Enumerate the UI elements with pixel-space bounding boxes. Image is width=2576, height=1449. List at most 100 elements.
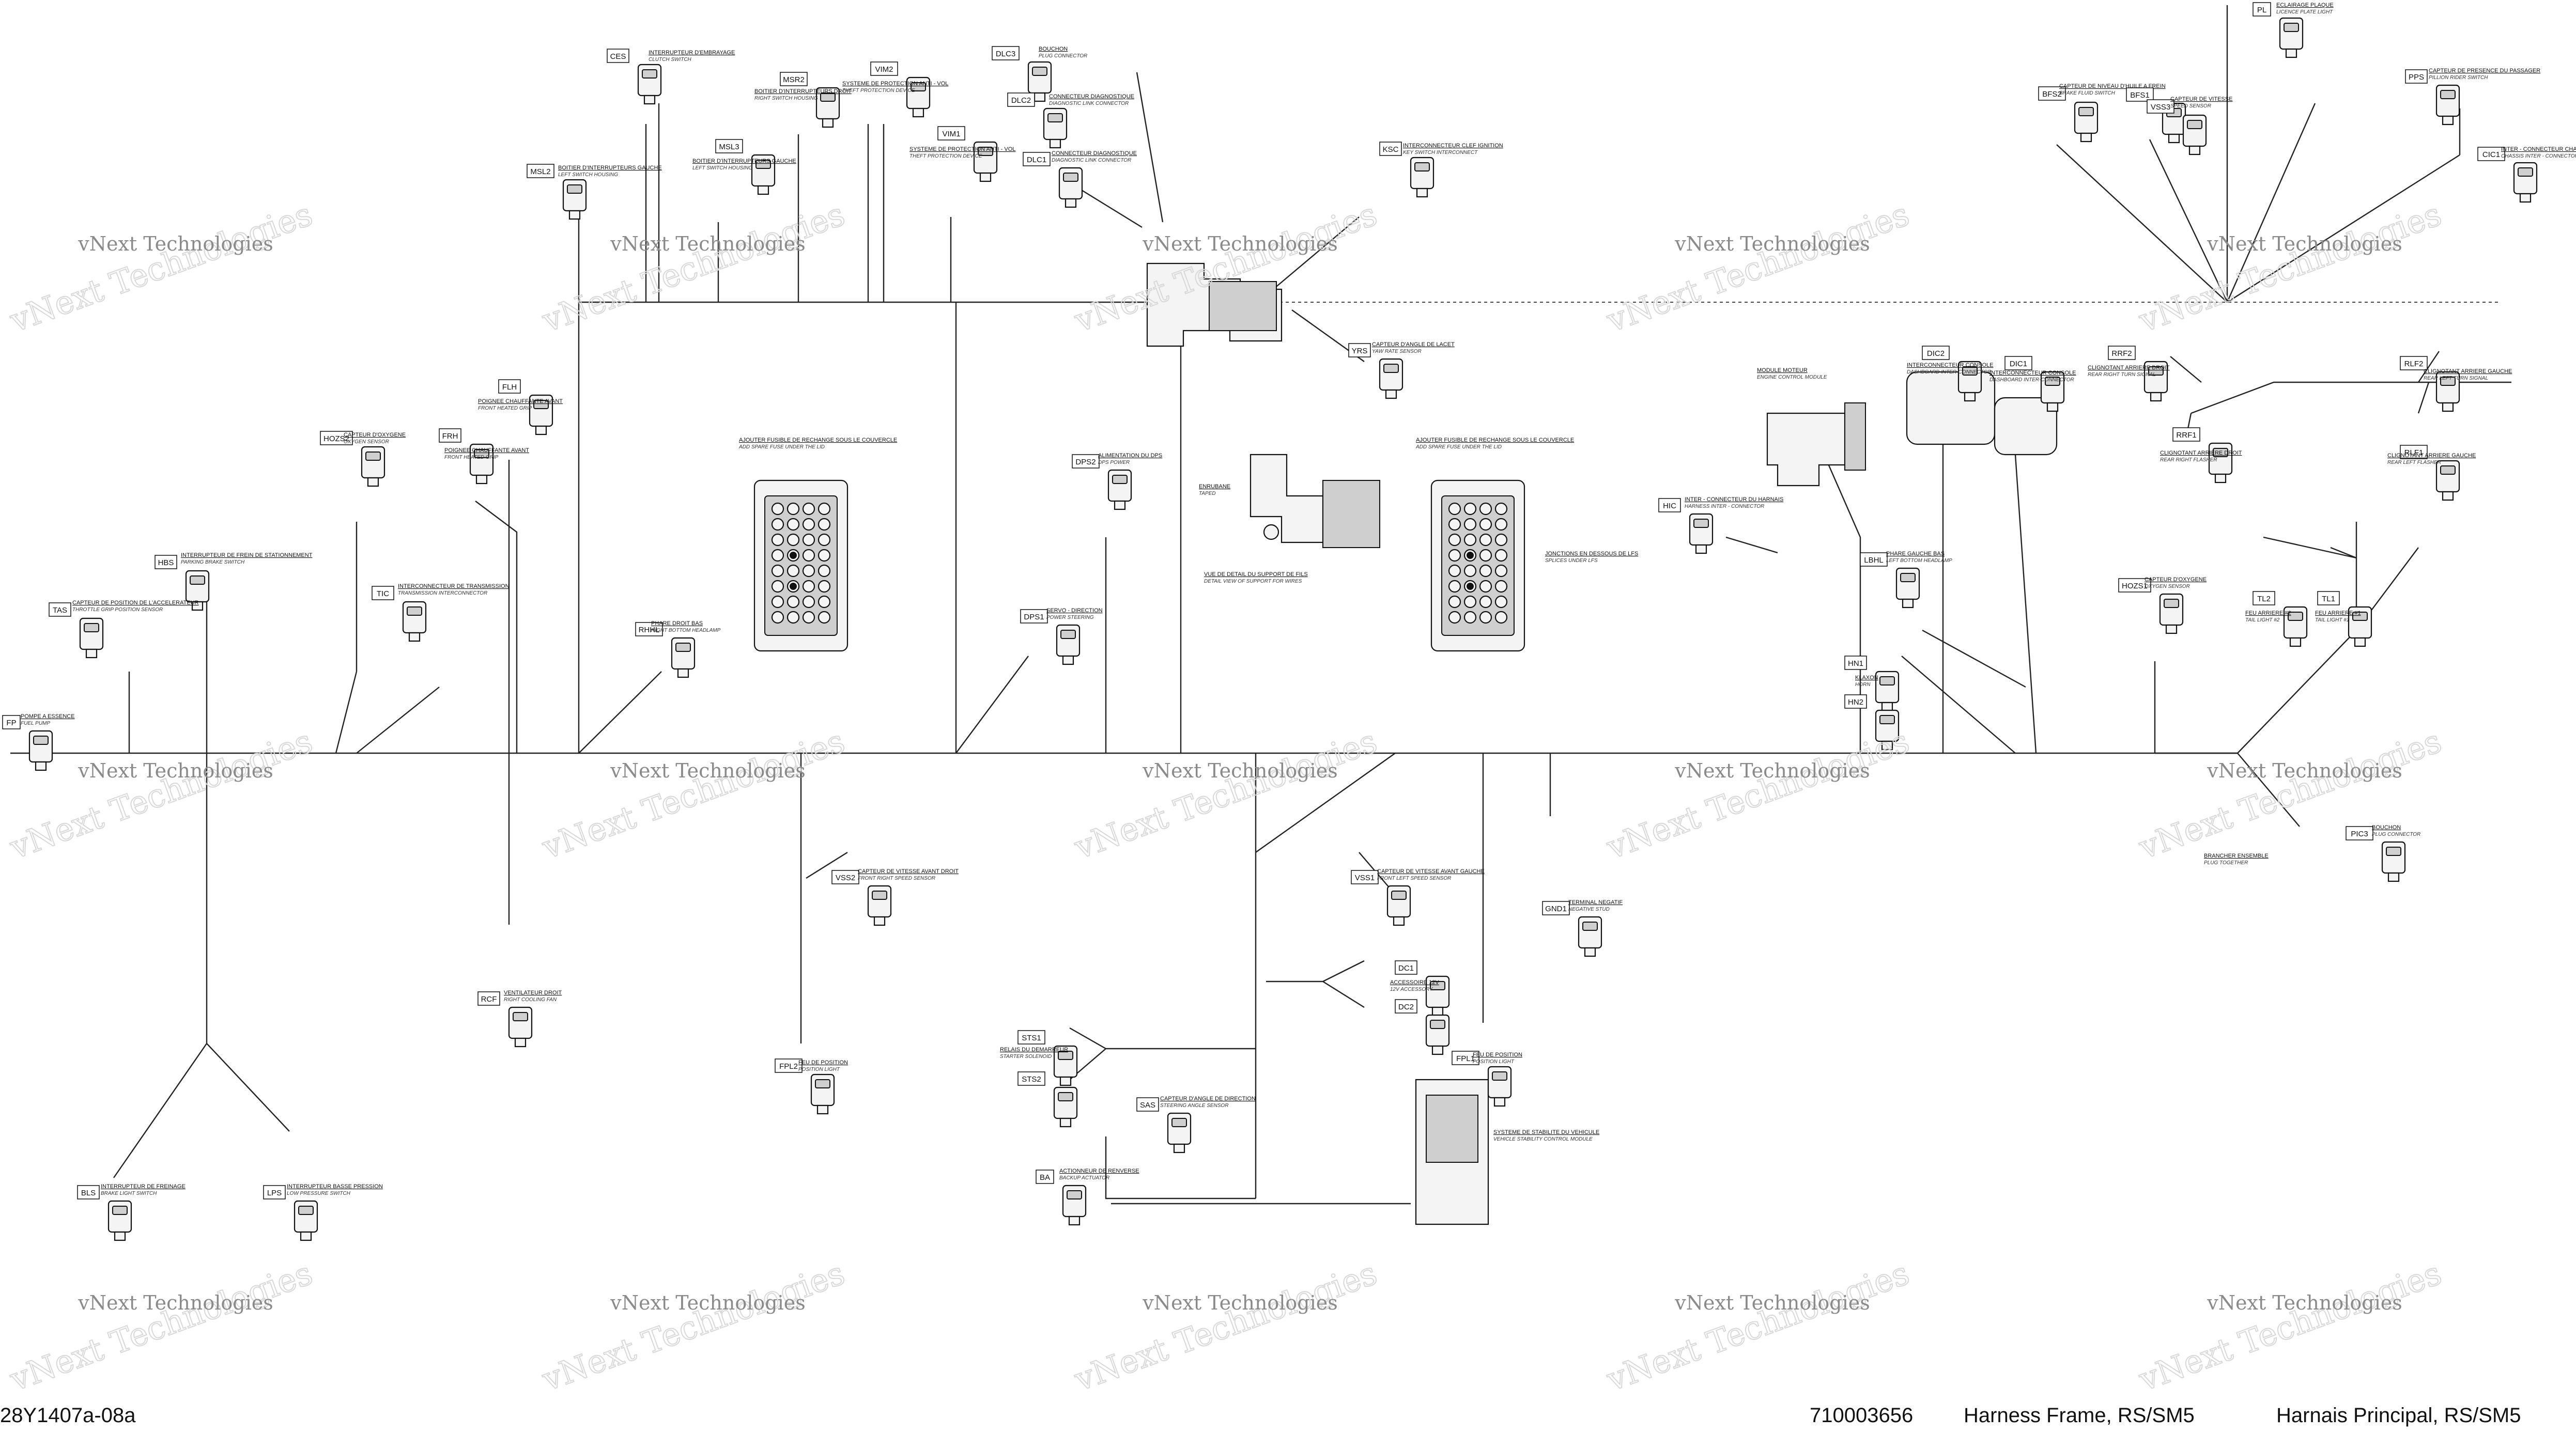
component-label-fr: PHARE DROIT BAS xyxy=(651,620,703,627)
wire-support-detail xyxy=(1250,454,1380,548)
branch-ksc xyxy=(1260,216,1360,300)
branch-rear-hub xyxy=(2056,5,2461,303)
component-label-en: LOW PRESSURE SWITCH xyxy=(287,1191,351,1196)
connector-icon xyxy=(1058,167,1083,208)
component-label-en: RIGHT SWITCH HOUSING xyxy=(754,96,818,101)
component-label-fr: CAPTEUR DE PRESENCE DU PASSAGER xyxy=(2429,68,2540,74)
component-label-en: POWER STEERING xyxy=(1046,615,1094,620)
watermark-outline-text: vNext Technologies xyxy=(1601,722,1914,867)
component-label-fr: BOUCHON xyxy=(1039,46,1068,52)
component-tag-box xyxy=(992,46,1020,60)
connector-icon xyxy=(2208,442,2233,484)
watermark-text: vNext Technologies xyxy=(610,232,805,255)
component-tag-box xyxy=(1023,152,1051,166)
component-label-en: POSITION LIGHT xyxy=(1473,1059,1515,1065)
component-tag-box xyxy=(77,1185,100,1199)
component-tag-box xyxy=(527,164,554,178)
component-label-fr: POIGNEE CHAUFFANTE AVANT xyxy=(444,447,529,454)
component-label-fr: CONNECTEUR DIAGNOSTIQUE xyxy=(1052,150,1137,157)
component-label-en: NEGATIVE STUD xyxy=(1568,907,1610,912)
component-code: DC1 xyxy=(1398,964,1414,973)
note-label-fr: AJOUTER FUSIBLE DE RECHANGE SOUS LE COUV… xyxy=(1416,437,1574,443)
component-label-en: 12V ACCESSORY xyxy=(1390,987,1433,992)
component-label-en: STEERING ANGLE SENSOR xyxy=(1160,1103,1228,1109)
component-label-fr: CAPTEUR DE VITESSE AVANT DROIT xyxy=(858,868,959,875)
fuse-box-right xyxy=(1430,479,1525,652)
component-label-en: BRAKE FLUID SWITCH xyxy=(2059,90,2116,96)
component-label-en: FRONT HEATED GRIP xyxy=(444,455,499,460)
component-code: DLC2 xyxy=(1011,96,1031,105)
connector-icon xyxy=(815,87,840,128)
branch-lower-center xyxy=(1069,753,1257,1199)
note-label-fr: AJOUTER FUSIBLE DE RECHANGE SOUS LE COUV… xyxy=(739,437,897,443)
component-tag-box xyxy=(2108,346,2136,360)
component-tag-box xyxy=(2038,86,2066,101)
component-code: MSR2 xyxy=(783,75,805,84)
component-label-en: LEFT SWITCH HOUSING xyxy=(558,172,618,178)
component-label-fr: CAPTEUR DE POSITION DE L'ACCELERATEUR xyxy=(72,600,199,606)
watermark-text: vNext Technologies xyxy=(2207,759,2402,782)
note-label-fr: BRANCHER ENSEMBLE xyxy=(2204,853,2269,859)
connector-icon xyxy=(1875,671,1900,712)
component-label-fr: ACCESSOIRE 12V xyxy=(1390,979,1439,986)
connector-icon xyxy=(637,64,662,105)
connector-icon xyxy=(867,885,892,926)
connector-icon xyxy=(1379,358,1403,399)
component-label-fr: INTERCONNECTEUR CLEF IGNITION xyxy=(1403,143,1503,149)
watermark-outline-text: vNext Technologies xyxy=(1601,195,1914,340)
connector-icon xyxy=(529,394,553,435)
watermark-outline-text: vNext Technologies xyxy=(1601,1254,1914,1399)
component-label-en: CHASSIS INTER - CONNECTOR xyxy=(2501,153,2576,159)
component-label-fr: CAPTEUR D'OXYGENE xyxy=(2145,577,2207,583)
component-label-fr: VENTILATEUR DROIT xyxy=(504,990,562,996)
component-tag-box xyxy=(320,431,353,445)
component-code: RCF xyxy=(481,995,497,1004)
component-label-en: THEFT PROTECTION DEVICE xyxy=(842,88,915,94)
connector-icon xyxy=(2513,162,2538,203)
watermark-text: vNext Technologies xyxy=(1142,759,1337,782)
connector-icon xyxy=(1027,61,1052,102)
component-tag-box xyxy=(2405,69,2428,84)
component-code: FP xyxy=(6,719,16,727)
component-tag-box xyxy=(263,1185,286,1199)
connector-icon xyxy=(1487,1066,1512,1107)
connector-icon xyxy=(1410,157,1434,198)
connector-icon xyxy=(2040,371,2065,412)
component-label-fr: INTER - CONNECTEUR CHASSIS xyxy=(2501,146,2576,152)
connector-icon xyxy=(1425,1014,1450,1055)
component-tag-box xyxy=(1395,960,1417,975)
component-code: YRS xyxy=(1352,347,1368,355)
connector-icon xyxy=(1895,567,1920,609)
component-label-en: LEFT SWITCH HOUSING xyxy=(692,165,752,171)
connector-icon xyxy=(2182,114,2207,155)
component-tag-box xyxy=(2317,591,2340,605)
component-tag-box xyxy=(2004,356,2032,370)
component-tag-box xyxy=(1844,656,1867,670)
component-label-en: HORN xyxy=(1855,682,1871,688)
connector-icon xyxy=(508,1006,533,1048)
component-code: BLS xyxy=(81,1189,96,1197)
component-label-fr: INTERRUPTEUR BASSE PRESSION xyxy=(287,1183,383,1190)
ecm-module xyxy=(1766,402,1866,487)
branch-dc xyxy=(1266,960,1365,1008)
component-label-fr: FEU ARRIERE #2 xyxy=(2245,610,2291,616)
connector-icon xyxy=(107,1200,132,1241)
component-code: RLF2 xyxy=(2404,360,2424,368)
component-tag-box xyxy=(607,49,629,63)
